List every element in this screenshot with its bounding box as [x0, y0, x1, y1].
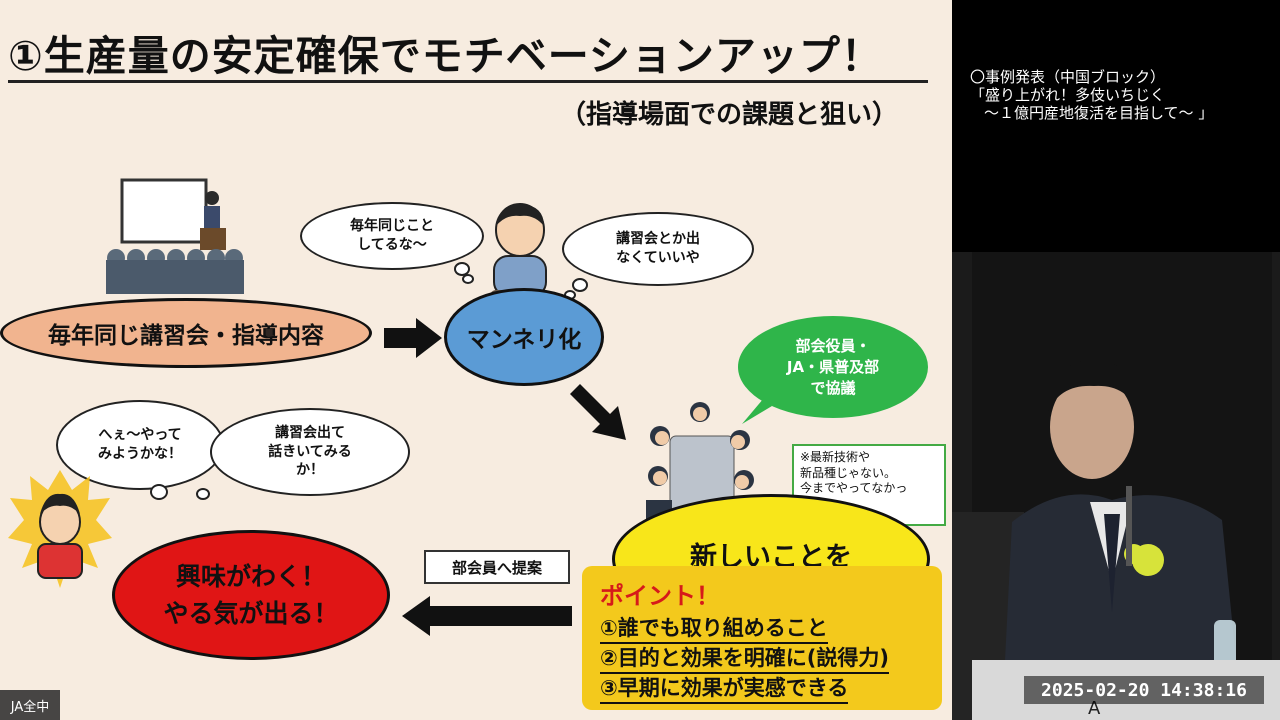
bubble-line: みようかな！	[98, 446, 182, 462]
point-item: ①誰でも取り組めること	[600, 612, 828, 644]
bubble-tail	[742, 398, 772, 424]
slide-subtitle: （指導場面での課題と狙い）	[560, 100, 899, 130]
note-line: ※最新技術や	[800, 450, 871, 464]
oval-same-content: 毎年同じ講習会・指導内容	[0, 298, 372, 368]
note-line: 新品種じゃない。	[800, 465, 897, 480]
bubble-line: してるな～	[357, 237, 427, 253]
meeting-illustration	[646, 402, 756, 522]
bubble-line: 講習会出て	[275, 424, 345, 441]
arrow-down-right-icon	[570, 384, 626, 440]
thought-dot	[150, 484, 168, 500]
speech-bubble-attend: 講習会出て 話きいてみる か！	[210, 408, 410, 496]
bubble-line: なくていいや	[616, 250, 700, 266]
presentation-line: ～１億円産地復活を目指して～ 」	[984, 104, 1214, 122]
arrow-left-icon	[402, 596, 572, 636]
presentation-line: 「盛り上がれ！多伎いちじく	[970, 86, 1166, 104]
point-item: ②目的と効果を明確に(説得力)	[600, 642, 889, 674]
thought-dot	[572, 278, 588, 292]
event-title: 令和６年度 第９回ＪＡ営農指導実践全国大会	[978, 36, 1232, 51]
bubble-line: 毎年同じこと	[350, 218, 434, 235]
bubble-line: 話きいてみる	[268, 443, 352, 460]
note-box: ※最新技術や 新品種じゃない。 今までやってなかっ たこと。	[792, 444, 946, 526]
speaker-name: JAしまね 今岡 翔哉 氏	[1018, 164, 1201, 182]
channel-label: JA全中	[0, 690, 60, 720]
lecture-illustration	[106, 178, 244, 294]
bubble-line: か！	[296, 462, 324, 479]
speech-bubble-try: へぇ～やって みようかな！	[56, 400, 224, 490]
bubble-line: 講習会とか出	[616, 231, 700, 248]
bubble-line: へぇ～やって	[98, 427, 182, 444]
oval-interest: 興味がわく！ やる気が出る！	[112, 530, 390, 660]
discussion-bubble: 部会役員・ JA・県普及部 で協議	[738, 316, 928, 418]
slide-title: ①生産量の安定確保でモチベーションアップ！	[8, 32, 883, 80]
title-underline	[8, 80, 928, 83]
bubble-line: 部会役員・	[795, 336, 871, 355]
arrow-right-icon	[384, 318, 442, 358]
bubble-line: で協議	[810, 378, 856, 397]
note-line: 今までやってなかっ	[800, 481, 908, 496]
thought-dot	[462, 274, 474, 284]
speech-bubble-no-need: 講習会とか出 なくていいや	[562, 212, 754, 286]
thought-dot	[454, 262, 470, 276]
point-item: ③早期に効果が実感できる	[600, 672, 849, 704]
presentation-line: 〇事例発表（中国ブロック）	[970, 68, 1166, 86]
speech-bubble-every-year: 毎年同じこと してるな～	[300, 202, 484, 270]
point-title: ポイント！	[600, 582, 720, 610]
point-box	[582, 566, 942, 710]
speaker-illustration: A	[952, 252, 1280, 720]
thought-dot	[196, 488, 210, 500]
info-panel	[952, 0, 1280, 252]
oval-mannerism: マンネリ化	[444, 288, 604, 386]
timestamp-overlay: 2025-02-20 14:38:16	[1024, 676, 1264, 704]
oval-interest-line: やる気が出る！	[163, 599, 339, 628]
presentation-slide: ①生産量の安定確保でモチベーションアップ！ （指導場面での課題と狙い） 毎年同じ…	[0, 0, 952, 720]
motivated-person-illustration	[8, 470, 112, 588]
oval-interest-line: 興味がわく！	[175, 561, 326, 591]
speaker-video: A	[952, 252, 1280, 720]
bubble-line: JA・県普及部	[786, 357, 880, 376]
propose-label: 部会員へ提案	[424, 550, 570, 584]
